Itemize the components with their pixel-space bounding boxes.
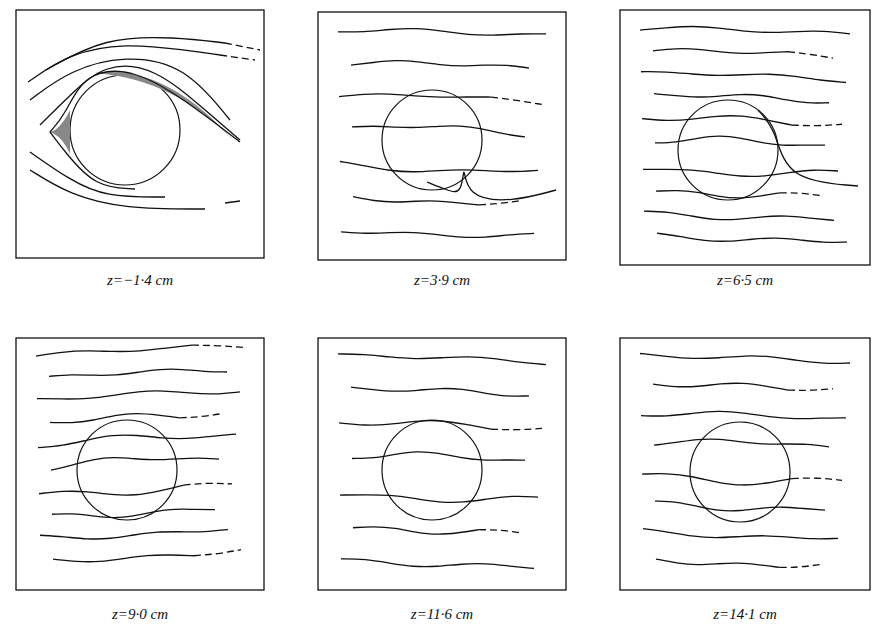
flow-panel — [16, 10, 264, 258]
panel-frame — [620, 338, 870, 590]
streamline — [53, 555, 194, 562]
streamline — [653, 383, 788, 390]
streamline — [653, 49, 788, 54]
streamline — [640, 26, 850, 33]
streamline — [792, 478, 842, 480]
streamline — [340, 495, 538, 503]
flow-panel — [620, 10, 870, 265]
streamline — [50, 71, 240, 142]
streamline — [780, 193, 821, 196]
streamline — [758, 110, 858, 186]
streamline — [36, 345, 192, 356]
panel-frame — [318, 12, 566, 260]
streamline — [780, 564, 821, 567]
cylinder-outline — [382, 420, 482, 520]
streamline — [644, 211, 834, 220]
streamline — [341, 232, 534, 238]
streamline — [655, 136, 825, 145]
depth-label: z=3·9 cm — [414, 272, 470, 289]
streamline — [338, 29, 546, 36]
streamline — [194, 550, 241, 556]
streamline — [46, 37, 225, 70]
panel-frame — [620, 10, 870, 265]
cylinder-outline — [382, 90, 482, 190]
streamline — [50, 132, 135, 189]
streamline — [788, 52, 833, 58]
panel-frame — [16, 10, 264, 258]
streamline — [220, 55, 255, 60]
streamline — [351, 61, 529, 68]
depth-label: z=14·1 cm — [713, 606, 776, 623]
streamline — [655, 501, 825, 511]
dye-shading — [50, 110, 70, 154]
streamline — [656, 559, 780, 567]
streamline — [40, 66, 240, 140]
streamline — [654, 94, 829, 103]
streamline — [641, 72, 846, 83]
streamline — [479, 530, 521, 533]
streamline — [352, 452, 525, 460]
cylinder-outline — [70, 75, 180, 185]
streamline — [340, 162, 538, 172]
streamline — [352, 126, 525, 137]
streamline — [39, 485, 184, 495]
streamline — [180, 413, 223, 417]
streamline — [792, 124, 842, 125]
streamline — [351, 387, 529, 396]
streamline — [192, 345, 244, 347]
streamline — [656, 191, 780, 198]
streamline — [479, 201, 521, 205]
streamline — [30, 59, 230, 120]
streamline — [51, 458, 219, 471]
streamline — [353, 527, 479, 534]
flow-panel — [318, 338, 566, 590]
panel-frame — [16, 338, 264, 590]
streamline — [353, 197, 479, 205]
depth-label: z=9·0 cm — [112, 606, 168, 623]
streamline — [225, 43, 260, 50]
streamline — [184, 483, 232, 485]
streamline — [640, 353, 850, 363]
streamline — [643, 529, 838, 539]
streamline — [491, 428, 542, 429]
streamline — [643, 169, 838, 176]
streamline — [641, 411, 846, 418]
streamline — [491, 97, 542, 104]
depth-label: z=−1·4 cm — [107, 272, 173, 289]
streamline — [642, 474, 792, 485]
depth-label: z=11·6 cm — [411, 606, 473, 623]
streamline — [37, 391, 240, 399]
dye-shading — [95, 72, 235, 142]
streamline — [49, 369, 227, 376]
flow-panel — [318, 12, 566, 260]
streamline — [38, 434, 236, 448]
depth-label: z=6·5 cm — [717, 272, 773, 289]
panel-frame — [318, 338, 566, 590]
streamline — [427, 172, 556, 200]
streamline — [657, 233, 847, 242]
streamline — [339, 421, 491, 430]
flow-panel — [16, 338, 264, 590]
streamline — [52, 509, 215, 517]
streamline — [40, 530, 228, 539]
streamline — [338, 354, 546, 365]
streamline — [788, 389, 833, 391]
streamline — [339, 94, 491, 97]
streamline — [50, 414, 180, 423]
streamline — [654, 439, 829, 447]
streamline — [30, 152, 165, 197]
streamline — [225, 201, 240, 203]
flow-panel — [620, 338, 870, 590]
streamline — [30, 170, 205, 209]
streamline — [341, 559, 534, 569]
